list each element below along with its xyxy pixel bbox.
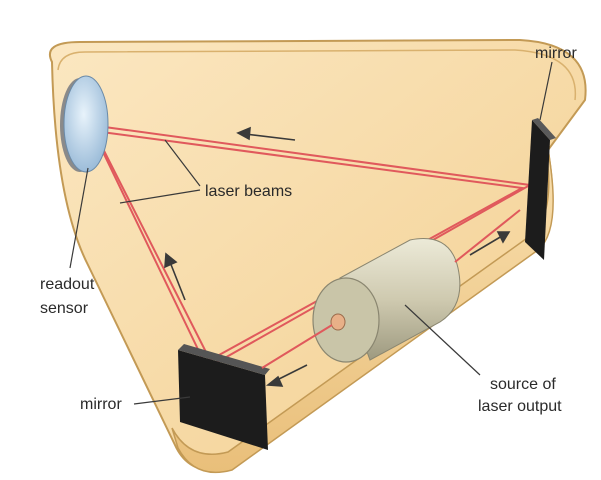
label-readout-line1: readout (40, 276, 95, 293)
leader-laser-beams-a (164, 139, 201, 187)
arrow-top-left-icon (236, 126, 296, 141)
mirror-bottom-left (178, 344, 270, 450)
leader-mirror-top (539, 61, 553, 121)
mirror-top-right-side (532, 118, 556, 140)
label-laser-beams: laser beams (205, 183, 292, 200)
housing-inner-rim (57, 49, 577, 101)
readout-sensor-lens (63, 75, 109, 173)
label-mirror-bottom: mirror (80, 396, 122, 413)
mirror-bottom-left-face (178, 350, 268, 450)
laser-source-end-cap (312, 277, 380, 363)
arrow-bottom-left-icon (265, 364, 308, 387)
mirror-bottom-left-side (178, 344, 270, 375)
leader-source (404, 304, 481, 376)
watermark-text: CSDN @奥比中光3D视觉开发者社区 (273, 452, 505, 469)
leader-mirror-bottom (133, 396, 191, 405)
label-readout-line2: sensor (40, 300, 89, 317)
leader-laser-beams-b (119, 189, 201, 204)
direction-arrows (164, 126, 511, 387)
arrow-right-up-icon (469, 231, 511, 256)
label-source-line1: source of (490, 376, 556, 393)
readout-sensor (60, 75, 109, 173)
arrow-left-up-icon (164, 252, 186, 301)
laser-source-nozzle (330, 313, 346, 331)
mirror-top-right-face (525, 120, 550, 260)
leader-lines (69, 61, 553, 405)
label-source-line2: laser output (478, 398, 562, 415)
mirror-top-right (525, 118, 556, 260)
laser-source (261, 209, 521, 369)
leader-readout (69, 167, 89, 269)
label-mirror-top: mirror (535, 45, 577, 62)
